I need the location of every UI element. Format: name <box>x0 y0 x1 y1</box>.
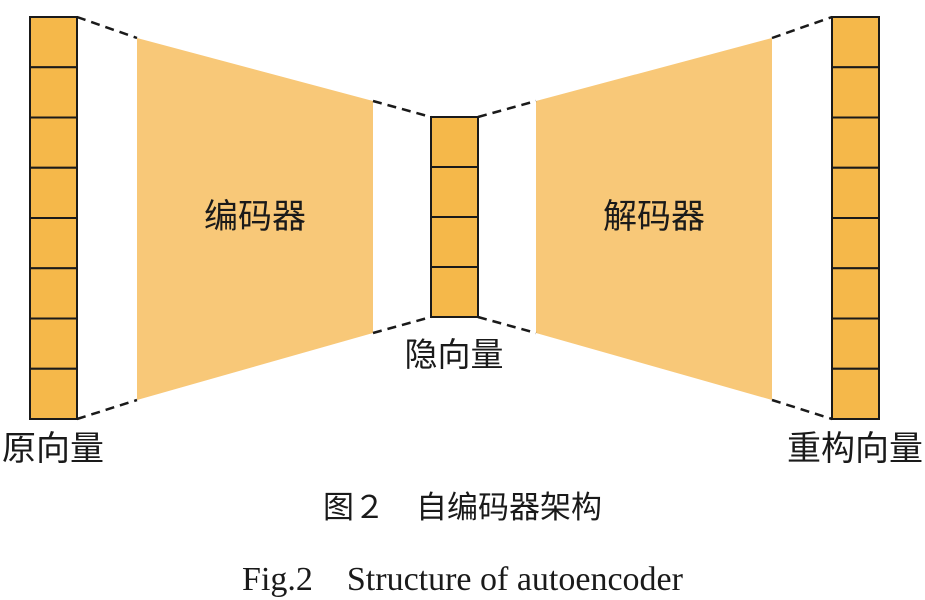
input-vector-cell <box>29 66 78 119</box>
latent-vector <box>430 116 479 318</box>
projection-dash-line <box>372 99 432 119</box>
decoder-label: 解码器 <box>603 197 705 237</box>
input-vector-cell <box>29 116 78 169</box>
output-vector-cell <box>831 66 880 119</box>
projection-dash-line <box>477 315 537 335</box>
latent-vector-label: 隐向量 <box>405 335 504 374</box>
latent-vector-cell <box>430 166 479 218</box>
input-vector-cell <box>29 217 78 270</box>
encoder-label: 编码器 <box>204 197 306 237</box>
projection-dashes <box>76 15 833 421</box>
input-vector-cell <box>29 16 78 69</box>
projection-dash-line <box>477 99 537 119</box>
input-vector-cell <box>29 267 78 320</box>
output-vector-cell <box>831 367 880 420</box>
input-vector-cell <box>29 317 78 370</box>
latent-vector-cell <box>430 266 479 318</box>
output-vector-cell <box>831 116 880 169</box>
output-vector-cell <box>831 317 880 370</box>
projection-dash-line <box>372 315 432 335</box>
latent-vector-cell <box>430 216 479 268</box>
output-vector-cell <box>831 166 880 219</box>
input-vector <box>29 16 78 420</box>
output-vector <box>831 16 880 420</box>
caption-chinese: 图２ 自编码器架构 <box>323 490 602 526</box>
latent-vector-cell <box>430 116 479 168</box>
decoder-trapezoid <box>536 38 772 400</box>
output-vector-cell <box>831 267 880 320</box>
projection-dash-line <box>771 398 833 421</box>
projection-dash-line <box>76 15 138 40</box>
autoencoder-diagram: 编码器 解码器 原向量 隐向量 重构向量 <box>2 15 923 469</box>
projection-dash-line <box>771 15 833 40</box>
input-vector-cell <box>29 367 78 420</box>
input-vector-label: 原向量 <box>2 429 104 469</box>
caption-english: Fig.2 Structure of autoencoder <box>242 561 683 598</box>
projection-dash-line <box>76 398 138 421</box>
output-vector-label: 重构向量 <box>787 429 923 469</box>
output-vector-cell <box>831 16 880 69</box>
output-vector-cell <box>831 217 880 270</box>
encoder-trapezoid <box>137 38 373 400</box>
input-vector-cell <box>29 166 78 219</box>
